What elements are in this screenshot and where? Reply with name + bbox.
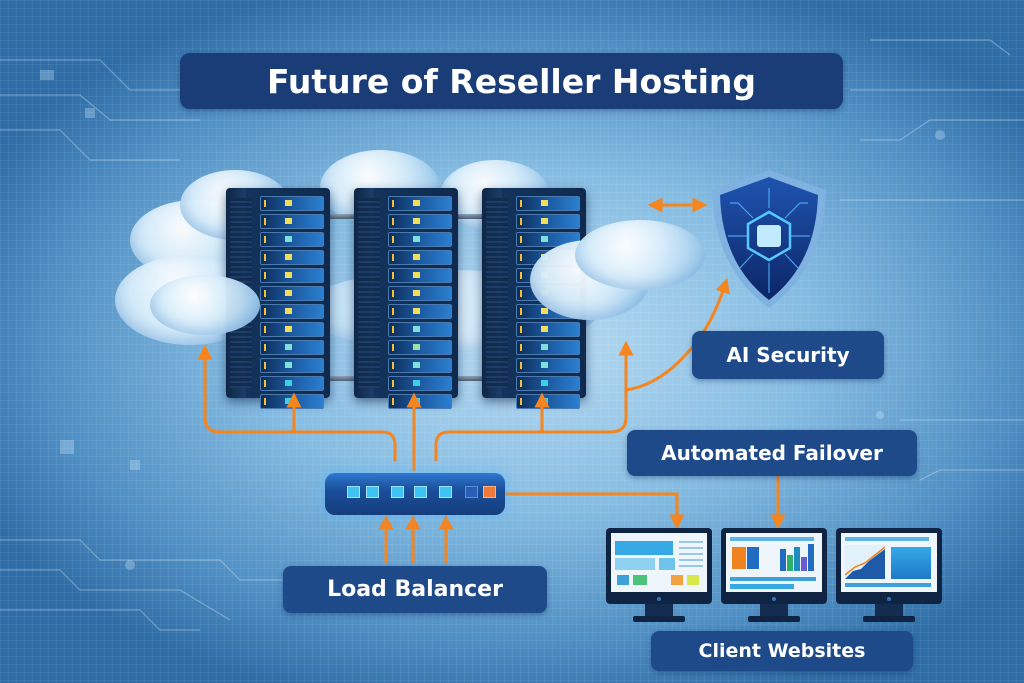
cloud [150, 275, 260, 335]
server-rack-2 [354, 188, 458, 409]
monitor-base [748, 616, 800, 622]
ai-security-label: AI Security [692, 331, 884, 379]
page-title: Future of Reseller Hosting [180, 53, 843, 109]
monitor-base [633, 616, 685, 622]
monitor-stand [645, 604, 673, 618]
network-switch-icon [325, 473, 505, 515]
monitor-stand [760, 604, 788, 618]
monitor-analytics-bar-chart [721, 528, 827, 604]
monitor-analytics-line-chart [836, 528, 942, 604]
shield-circuit-icon [712, 170, 826, 308]
automated-failover-label: Automated Failover [627, 430, 917, 476]
cloud [575, 220, 705, 290]
monitor-base [863, 616, 915, 622]
load-balancer-label: Load Balancer [283, 566, 547, 613]
server-rack-1 [226, 188, 330, 409]
monitor-website-dashboard [606, 528, 712, 604]
monitor-stand [875, 604, 903, 618]
client-websites-label: Client Websites [651, 631, 913, 671]
